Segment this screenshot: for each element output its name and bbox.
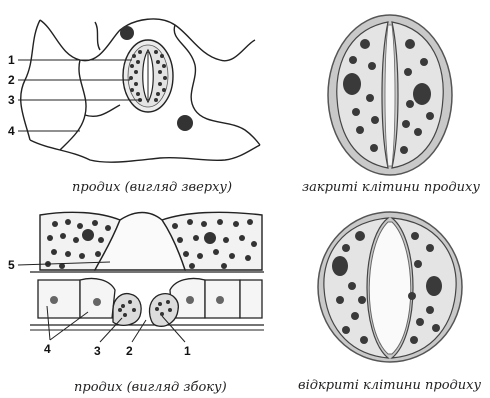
label-4-side: 4: [44, 342, 51, 356]
label-1-side: 1: [184, 344, 191, 358]
caption-top-view: продих (вигляд зверху): [72, 180, 232, 195]
caption-open-cells: відкриті клітини продиху: [298, 378, 481, 393]
label-3-side: 3: [94, 344, 101, 358]
caption-closed-cells: закриті клітини продиху: [302, 180, 480, 195]
label-1-top: 1: [8, 53, 15, 67]
label-2-top: 2: [8, 73, 15, 87]
guard-cells-top: [123, 40, 173, 112]
label-4-top: 4: [8, 124, 15, 138]
stoma-side-view: [18, 212, 264, 342]
label-5-side: 5: [8, 258, 15, 272]
open-guard-cells: [318, 212, 462, 362]
label-3-top: 3: [8, 93, 15, 107]
closed-guard-cells: [328, 15, 452, 175]
label-2-side: 2: [126, 344, 133, 358]
caption-side-view: продих (вигляд збоку): [74, 380, 227, 395]
